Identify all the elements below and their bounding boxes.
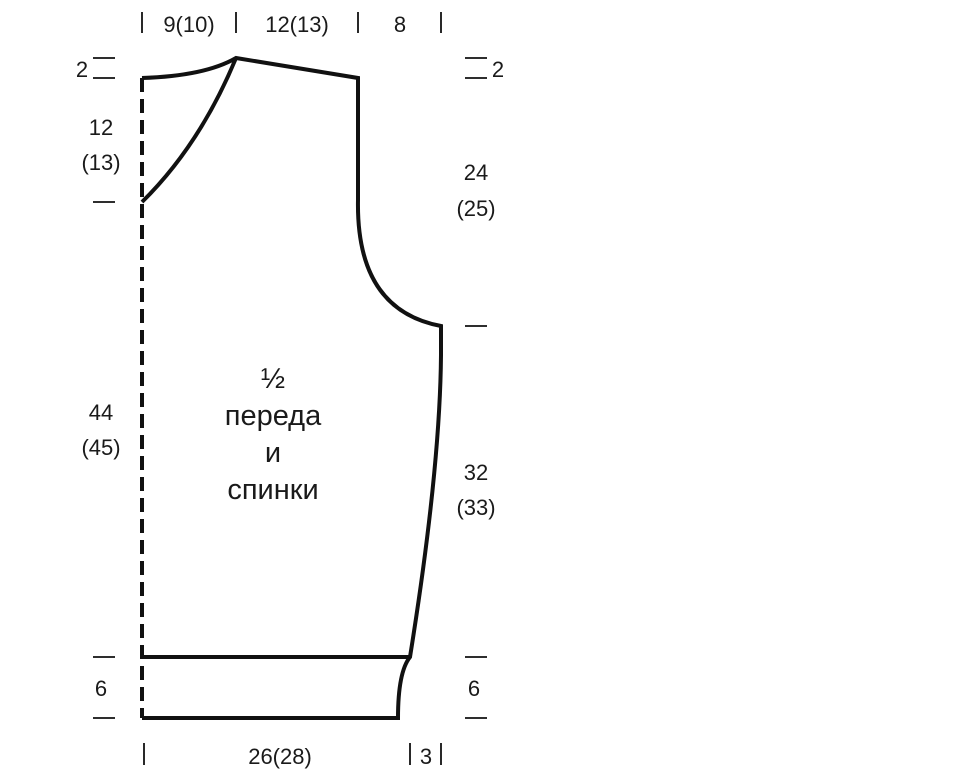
dim-bottom-width: 26(28) [248,744,312,769]
left-ticks [93,57,115,719]
piece-title-back: спинки [227,474,318,506]
dim-right-rib: 6 [468,676,480,701]
bottom-ticks [143,743,442,765]
dim-side-length: 32 [464,460,488,485]
piece-outline [141,55,443,720]
dim-bottom-side-offset: 3 [420,744,432,769]
neckline-curve [140,57,238,204]
dim-armhole: 24 [464,160,488,185]
dim-body-length-alt: (45) [81,435,120,460]
dim-side-width: 8 [394,12,406,37]
dim-shoulder-width: 12(13) [265,12,329,37]
dim-neck-depth: 12 [89,115,113,140]
dim-body-length: 44 [89,400,113,425]
dim-armhole-alt: (25) [456,196,495,221]
top-ticks [141,12,442,33]
piece-title-fraction: ½ [261,363,285,395]
dim-side-length-alt: (33) [456,495,495,520]
dim-right-shoulder-drop: 2 [492,57,504,82]
piece-title-and: и [265,437,281,469]
dim-left-rib: 6 [95,676,107,701]
dim-neck-depth-alt: (13) [81,150,120,175]
right-ticks [465,57,487,719]
dim-neck-width: 9(10) [163,12,214,37]
piece-title-front: переда [225,400,322,432]
dim-left-shoulder-drop: 2 [76,57,88,82]
